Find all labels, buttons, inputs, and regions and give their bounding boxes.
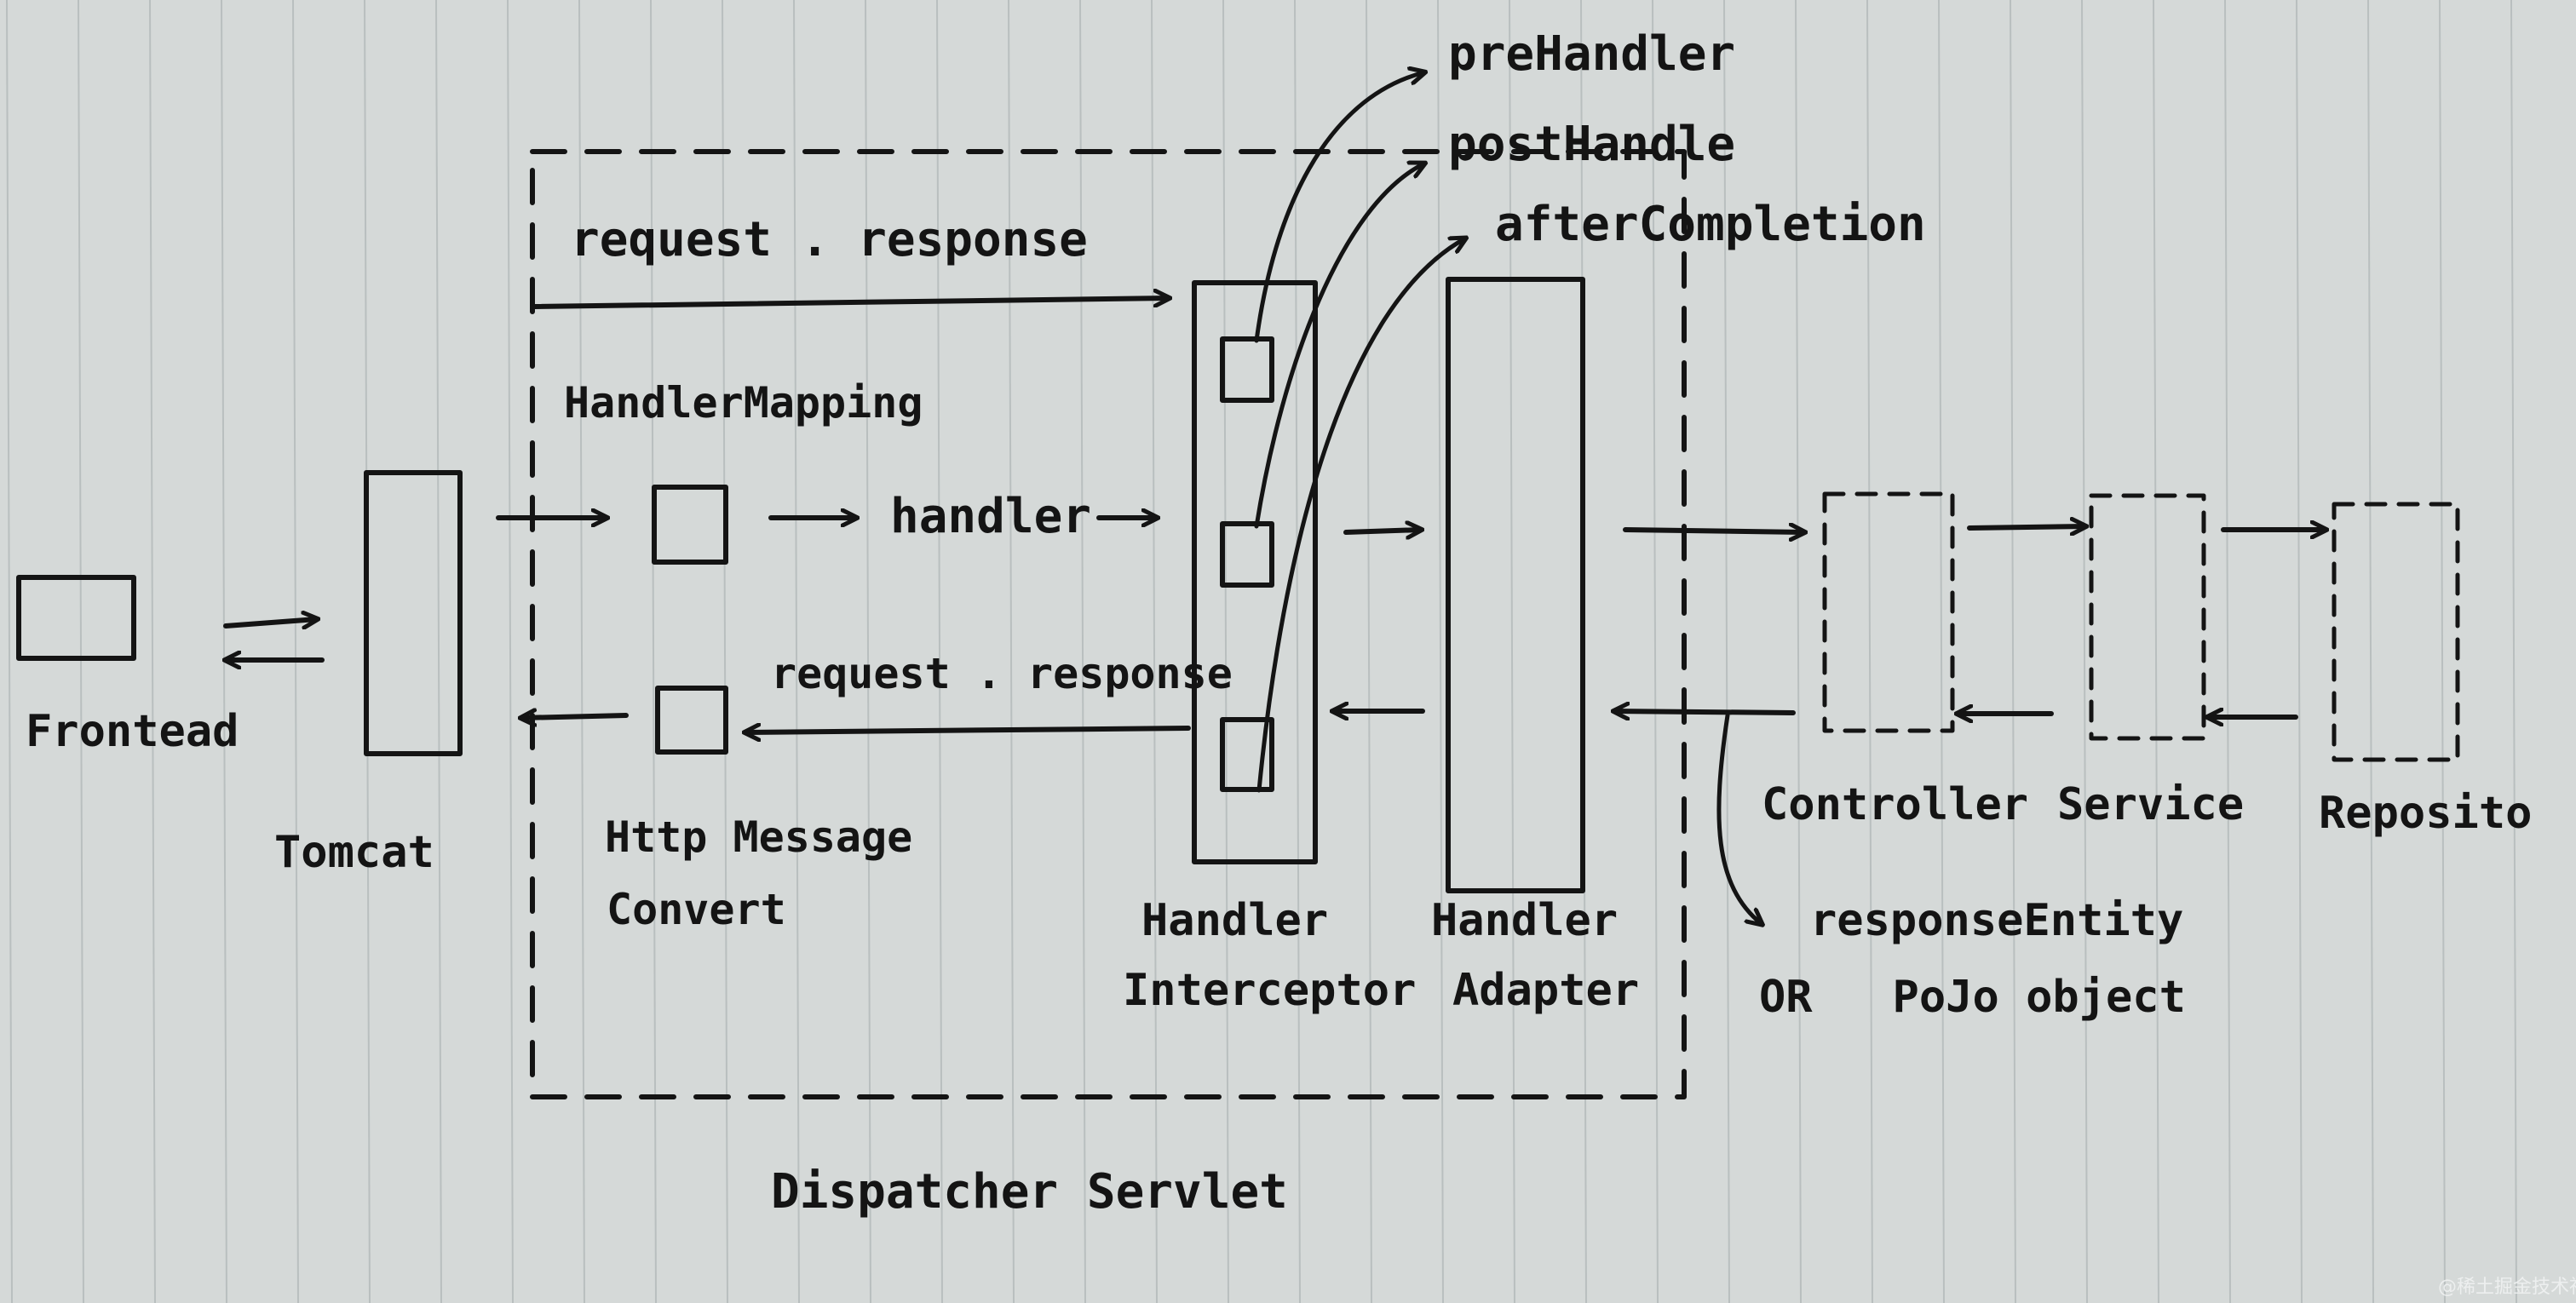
tomcat-label: Tomcat	[274, 827, 434, 878]
controller-box	[1822, 491, 1955, 733]
handler-adapter-label-2: Adapter	[1452, 965, 1639, 1016]
arrow-post-handle-curve	[1254, 164, 1424, 529]
ruled-lines	[6, 0, 2517, 1303]
ruled-line	[578, 0, 585, 1303]
arrow-controller-to-service	[1967, 526, 2085, 528]
ruled-line	[149, 0, 156, 1303]
ruled-line	[292, 0, 299, 1303]
http-message-convert-label: Convert	[607, 885, 786, 934]
ruled-line	[435, 0, 442, 1303]
http-message-label: Http Message	[605, 812, 912, 862]
arrow-request-response-top	[532, 298, 1169, 309]
arrow-pre-handler-curve	[1254, 72, 1424, 343]
ruled-line	[865, 0, 871, 1303]
interceptor-after-box	[1220, 717, 1274, 792]
ruled-line	[1938, 0, 1945, 1303]
ruled-line	[793, 0, 800, 1303]
ruled-line	[1866, 0, 1873, 1303]
handler-mapping-label: HandlerMapping	[564, 378, 923, 428]
ruled-line	[2153, 0, 2159, 1303]
ruled-line	[1437, 0, 1444, 1303]
handler-label: handler	[890, 489, 1091, 544]
service-label: Service	[2057, 779, 2244, 830]
handler-adapter-column	[1446, 277, 1585, 893]
ruled-line	[6, 0, 13, 1303]
controller-label: Controller	[1762, 779, 2028, 830]
handler-interceptor-label-2: Interceptor	[1123, 965, 1416, 1016]
handler-mapping-box	[652, 485, 728, 565]
arrow-converter-to-tomcat	[521, 715, 629, 718]
ruled-line	[1079, 0, 1086, 1303]
arrow-after-completion-curve	[1256, 238, 1465, 793]
ruled-line	[650, 0, 657, 1303]
dispatcher-servlet-boundary	[530, 149, 1687, 1099]
ruled-line	[1795, 0, 1802, 1303]
ruled-line	[1294, 0, 1301, 1303]
arrow-adapter-to-controller	[1623, 530, 1804, 532]
ruled-line	[1151, 0, 1158, 1303]
arrow-return-value-branch	[1716, 713, 1762, 924]
ruled-line	[2367, 0, 2374, 1303]
http-message-converter-box	[655, 686, 728, 755]
arrow-interceptor-to-adapter	[1343, 530, 1421, 532]
handler-interceptor-column	[1192, 280, 1318, 864]
ruled-line	[722, 0, 728, 1303]
ruled-line	[2510, 0, 2517, 1303]
service-box	[2089, 493, 2206, 741]
ruled-line	[2224, 0, 2231, 1303]
ruled-line	[78, 0, 84, 1303]
watermark-text: @稀土掘金技术社区	[2438, 1277, 2576, 1298]
handler-interceptor-label-1: Handler	[1141, 895, 1328, 946]
interceptor-post-box	[1220, 521, 1274, 588]
frontend-box	[16, 575, 136, 661]
repository-label: Reposito	[2319, 788, 2532, 839]
ruled-line	[1222, 0, 1229, 1303]
ruled-line	[2010, 0, 2016, 1303]
dispatcher-servlet-label: Dispatcher Servlet	[771, 1164, 1288, 1220]
arrow-controller-to-adapter	[1614, 711, 1796, 713]
repository-box	[2332, 502, 2460, 762]
frontend-label: Frontead	[26, 706, 239, 757]
ruled-line	[507, 0, 514, 1303]
post-handle-label: postHandle	[1448, 117, 1735, 172]
response-entity-label: responseEntity	[1810, 895, 2183, 946]
arrow-interceptor-to-converter	[745, 728, 1191, 732]
pre-handler-label: preHandler	[1448, 26, 1735, 82]
arrow-frontend-to-tomcat	[223, 619, 317, 626]
ruled-line	[2439, 0, 2446, 1303]
ruled-line	[221, 0, 227, 1303]
ruled-line	[2296, 0, 2303, 1303]
ruled-line	[1723, 0, 1730, 1303]
after-completion-label: afterCompletion	[1495, 197, 1926, 252]
request-response-bottom-label: request . response	[771, 649, 1233, 698]
ruled-line	[936, 0, 943, 1303]
ruled-line	[2081, 0, 2088, 1303]
ruled-line	[1008, 0, 1015, 1303]
ruled-line	[1652, 0, 1659, 1303]
handler-adapter-label-1: Handler	[1431, 895, 1618, 946]
interceptor-pre-box	[1220, 336, 1274, 403]
ruled-line	[1366, 0, 1372, 1303]
request-response-top-label: request . response	[571, 212, 1088, 267]
pojo-object-label: OR PoJo object	[1759, 972, 2186, 1023]
tomcat-box	[364, 470, 463, 756]
ruled-line	[1509, 0, 1515, 1303]
